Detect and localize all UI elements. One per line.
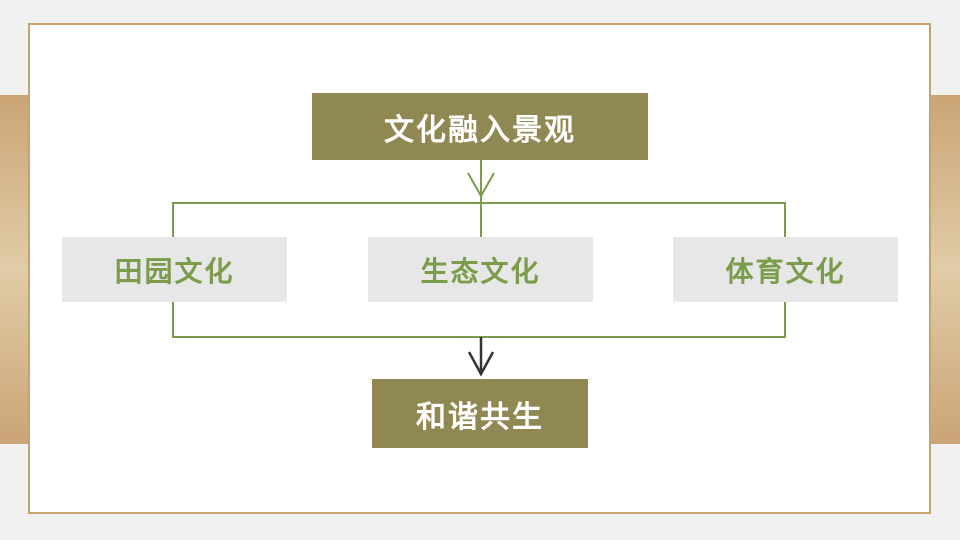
node-pastoral-culture: 田园文化 [62,237,287,302]
arrow-down-dark-icon [467,337,495,377]
node-harmonious-coexistence: 和谐共生 [372,379,588,448]
node-label: 田园文化 [114,255,235,287]
node-label: 体育文化 [725,255,846,287]
gold-band-left [0,95,29,444]
node-culture-into-landscape: 文化融入景观 [312,93,648,160]
arrow-down-green-icon [467,160,495,237]
node-label: 文化融入景观 [384,113,576,147]
gold-band-right [931,95,960,444]
node-label: 生态文化 [420,255,541,287]
node-label: 和谐共生 [416,400,544,434]
node-sports-culture: 体育文化 [673,237,898,302]
node-ecological-culture: 生态文化 [368,237,593,302]
